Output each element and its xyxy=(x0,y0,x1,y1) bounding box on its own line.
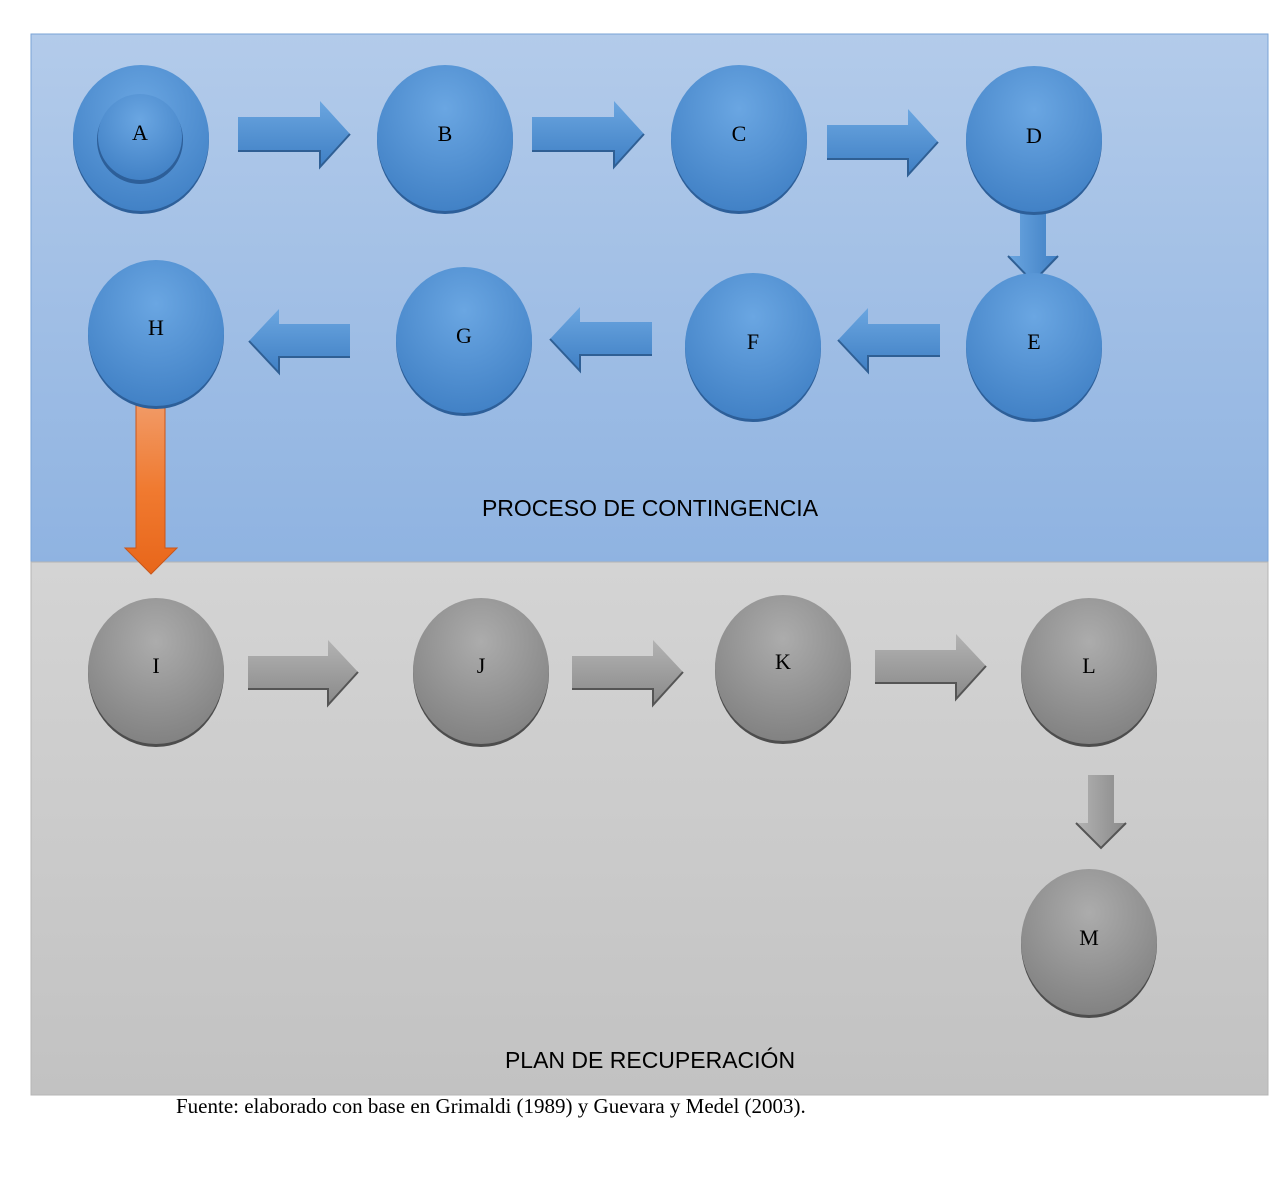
source-note: Fuente: elaborado con base en Grimaldi (… xyxy=(176,1094,806,1118)
node-c: C xyxy=(671,65,807,214)
node-a: A xyxy=(73,65,209,214)
node-a-label: A xyxy=(132,120,148,145)
contingency-section-label: PROCESO DE CONTINGENCIA xyxy=(482,495,819,521)
arrow-k-to-l xyxy=(875,634,987,702)
node-i: I xyxy=(88,598,224,747)
node-c-label: C xyxy=(732,121,747,146)
node-b: B xyxy=(377,65,513,214)
node-d-label: D xyxy=(1026,123,1042,148)
node-j-label: J xyxy=(477,653,486,678)
node-i-label: I xyxy=(152,653,159,678)
node-d: D xyxy=(966,66,1102,215)
arrow-a-to-b xyxy=(238,101,351,170)
node-l-label: L xyxy=(1082,653,1095,678)
node-h-label: H xyxy=(148,315,164,340)
arrow-f-to-g xyxy=(549,307,652,374)
arrow-e-to-f xyxy=(837,308,940,375)
arrow-c-to-d xyxy=(827,109,939,178)
arrow-l-to-m xyxy=(1075,775,1127,850)
node-f-label: F xyxy=(747,329,759,354)
node-e: E xyxy=(966,273,1102,422)
arrow-j-to-k xyxy=(572,640,684,708)
node-k-label: K xyxy=(775,649,791,674)
node-j: J xyxy=(413,598,549,747)
arrow-i-to-j xyxy=(248,640,359,708)
node-g: G xyxy=(396,267,532,416)
node-f: F xyxy=(685,273,821,422)
node-k: K xyxy=(715,595,851,744)
node-l: L xyxy=(1021,598,1157,747)
node-g-label: G xyxy=(456,323,472,348)
arrow-g-to-h xyxy=(248,309,350,376)
recovery-section-label: PLAN DE RECUPERACIÓN xyxy=(505,1047,795,1073)
arrow-h-to-i xyxy=(123,404,179,575)
node-m: M xyxy=(1021,869,1157,1018)
node-h: H xyxy=(88,260,224,409)
node-m-label: M xyxy=(1079,925,1099,950)
node-b-label: B xyxy=(438,121,453,146)
arrow-b-to-c xyxy=(532,101,645,170)
node-e-label: E xyxy=(1027,329,1040,354)
